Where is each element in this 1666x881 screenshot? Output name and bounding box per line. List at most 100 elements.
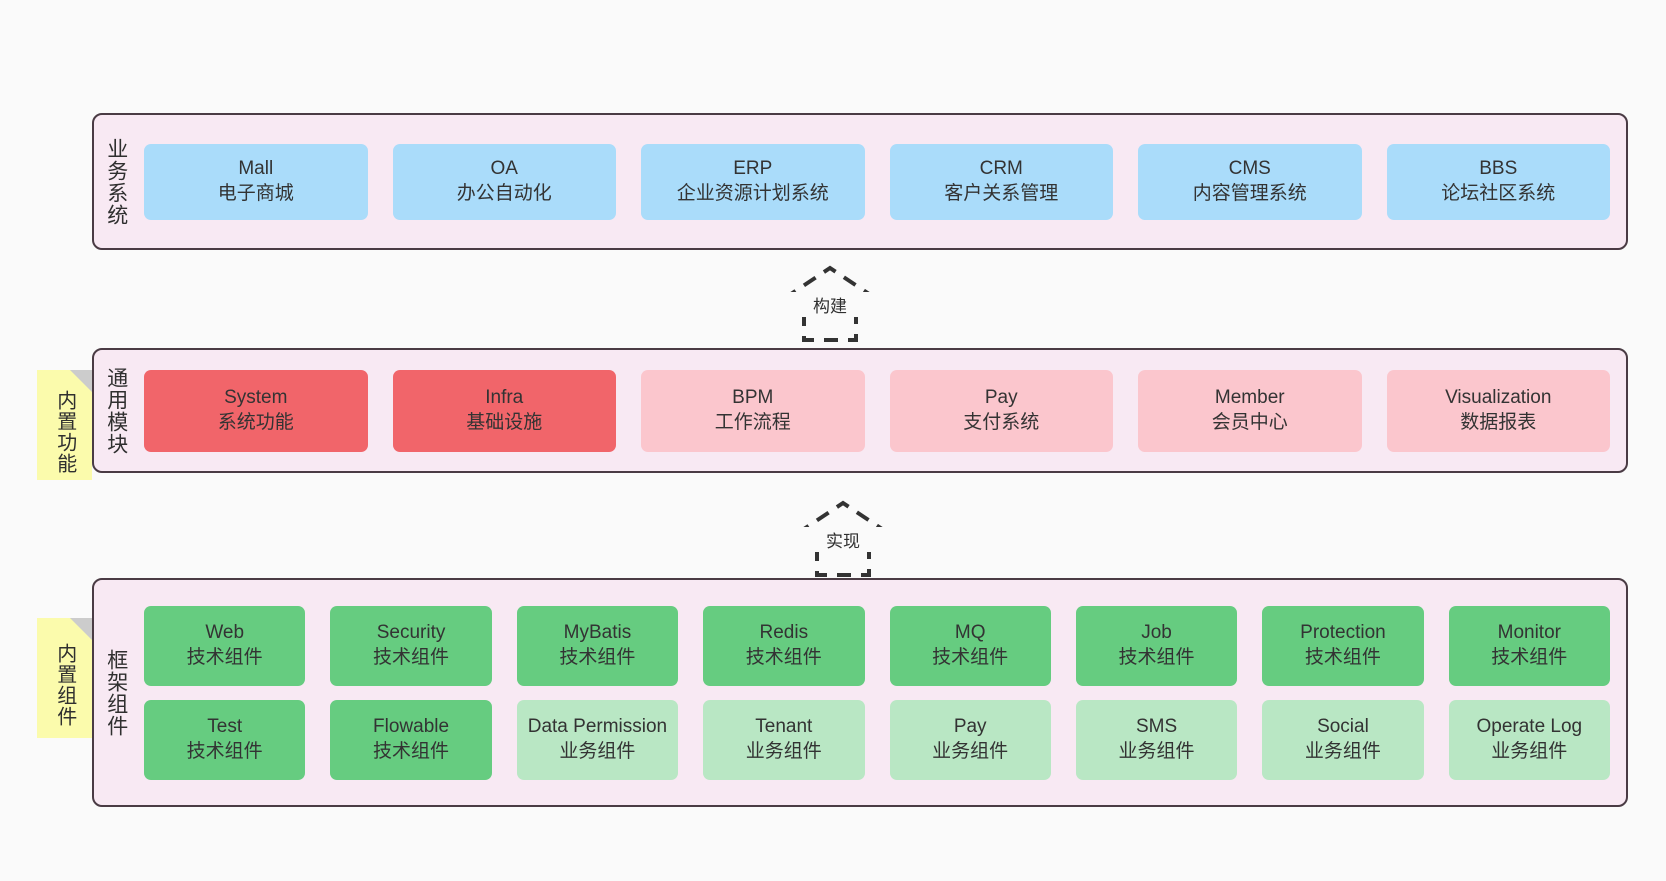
- card-security[interactable]: Security 技术组件: [330, 605, 492, 686]
- card-crm[interactable]: CRM 客户关系管理: [889, 143, 1113, 220]
- layer-business-systems: 业务系统 Mall 电子商城 OA 办公自动化 ERP 企业资源计划系统 CRM…: [92, 113, 1628, 250]
- card-title: Protection: [1300, 622, 1386, 644]
- card-member[interactable]: Member 会员中心: [1138, 369, 1362, 452]
- card-title: Flowable: [373, 716, 450, 738]
- card-subtitle: 业务组件: [932, 740, 1009, 762]
- card-title: Member: [1214, 387, 1285, 409]
- layer-title-business-systems: 业务系统: [104, 137, 128, 226]
- card-subtitle: 技术组件: [932, 646, 1009, 668]
- layer-body-common-modules: System 系统功能 Infra 基础设施 BPM 工作流程 Pay 支付系统…: [138, 350, 1626, 471]
- card-subtitle: 论坛社区系统: [1441, 182, 1556, 204]
- card-erp[interactable]: ERP 企业资源计划系统: [641, 143, 865, 220]
- card-subtitle: 客户关系管理: [944, 182, 1059, 204]
- layer-title-framework-components: 框架组件: [104, 648, 128, 737]
- connector-implement: 实现: [773, 497, 913, 577]
- card-subtitle: 业务组件: [1491, 740, 1568, 762]
- card-web[interactable]: Web 技术组件: [144, 605, 306, 686]
- card-bpm[interactable]: BPM 工作流程: [641, 369, 865, 452]
- card-title: SMS: [1135, 716, 1178, 738]
- card-test[interactable]: Test 技术组件: [144, 699, 306, 780]
- card-title: BBS: [1479, 158, 1518, 180]
- card-system[interactable]: System 系统功能: [144, 369, 368, 452]
- card-title: Visualization: [1445, 387, 1552, 409]
- card-title: Pay: [953, 716, 987, 738]
- card-redis[interactable]: Redis 技术组件: [703, 605, 865, 686]
- card-row: Mall 电子商城 OA 办公自动化 ERP 企业资源计划系统 CRM 客户关系…: [144, 143, 1610, 220]
- card-title: Mall: [238, 158, 274, 180]
- card-row: System 系统功能 Infra 基础设施 BPM 工作流程 Pay 支付系统…: [144, 369, 1610, 452]
- card-title: ERP: [733, 158, 773, 180]
- sticky-fold-corner-icon: [70, 618, 92, 640]
- card-pay[interactable]: Pay 支付系统: [889, 369, 1113, 452]
- card-subtitle: 技术组件: [373, 740, 450, 762]
- card-subtitle: 数据报表: [1460, 411, 1537, 433]
- card-title: Infra: [485, 387, 524, 409]
- card-title: System: [224, 387, 288, 409]
- sticky-note-label: 内置组件: [53, 643, 76, 727]
- card-bbs[interactable]: BBS 论坛社区系统: [1386, 143, 1610, 220]
- card-title: CRM: [979, 158, 1023, 180]
- card-subtitle: 内容管理系统: [1192, 182, 1307, 204]
- card-sms[interactable]: SMS 业务组件: [1075, 699, 1238, 780]
- card-subtitle: 企业资源计划系统: [676, 182, 829, 204]
- card-subtitle: 基础设施: [466, 411, 543, 433]
- card-title: Pay: [984, 387, 1018, 409]
- card-subtitle: 技术组件: [186, 740, 263, 762]
- card-subtitle: 业务组件: [559, 740, 636, 762]
- card-title: CMS: [1228, 158, 1271, 180]
- card-subtitle: 技术组件: [1304, 646, 1381, 668]
- sticky-note-builtin-features: 内置功能: [37, 370, 92, 480]
- card-social[interactable]: Social 业务组件: [1262, 699, 1424, 780]
- card-subtitle: 支付系统: [963, 411, 1040, 433]
- card-subtitle: 技术组件: [745, 646, 822, 668]
- card-subtitle: 业务组件: [745, 740, 822, 762]
- card-title: Tenant: [755, 716, 813, 738]
- card-row: Web 技术组件 Security 技术组件 MyBatis 技术组件 Redi…: [144, 605, 1610, 686]
- card-row: Test 技术组件 Flowable 技术组件 Data Permission …: [144, 699, 1610, 780]
- card-protection[interactable]: Protection 技术组件: [1262, 605, 1424, 686]
- card-operate-log[interactable]: Operate Log 业务组件: [1448, 699, 1610, 780]
- layer-title-common-modules: 通用模块: [104, 366, 128, 455]
- card-title: Monitor: [1497, 622, 1561, 644]
- card-infra[interactable]: Infra 基础设施: [392, 369, 616, 452]
- card-subtitle: 会员中心: [1211, 411, 1288, 433]
- card-subtitle: 业务组件: [1118, 740, 1195, 762]
- card-tenant[interactable]: Tenant 业务组件: [703, 699, 865, 780]
- card-title: Social: [1317, 716, 1369, 738]
- card-subtitle: 技术组件: [186, 646, 263, 668]
- card-pay-business[interactable]: Pay 业务组件: [889, 699, 1051, 780]
- connector-build: 构建: [760, 262, 900, 342]
- card-subtitle: 技术组件: [1491, 646, 1568, 668]
- card-title: Redis: [759, 622, 809, 644]
- card-title: OA: [490, 158, 518, 180]
- card-mybatis[interactable]: MyBatis 技术组件: [516, 605, 679, 686]
- card-job[interactable]: Job 技术组件: [1075, 605, 1238, 686]
- card-oa[interactable]: OA 办公自动化: [392, 143, 616, 220]
- card-subtitle: 电子商城: [217, 182, 294, 204]
- card-title: Operate Log: [1476, 716, 1583, 738]
- sticky-note-label: 内置功能: [53, 390, 76, 474]
- card-subtitle: 系统功能: [217, 411, 294, 433]
- connector-label-build: 构建: [760, 292, 900, 317]
- card-title: Job: [1141, 622, 1172, 644]
- card-title: Data Permission: [527, 716, 668, 738]
- layer-body-business-systems: Mall 电子商城 OA 办公自动化 ERP 企业资源计划系统 CRM 客户关系…: [138, 115, 1626, 248]
- card-data-permission[interactable]: Data Permission 业务组件: [516, 699, 679, 780]
- card-title: MyBatis: [563, 622, 632, 644]
- connector-label-implement: 实现: [773, 527, 913, 552]
- card-title: MQ: [954, 622, 986, 644]
- card-monitor[interactable]: Monitor 技术组件: [1448, 605, 1610, 686]
- card-mall[interactable]: Mall 电子商城: [144, 143, 368, 220]
- card-subtitle: 业务组件: [1304, 740, 1381, 762]
- layer-body-framework-components: Web 技术组件 Security 技术组件 MyBatis 技术组件 Redi…: [138, 580, 1626, 805]
- card-visualization[interactable]: Visualization 数据报表: [1386, 369, 1610, 452]
- card-cms[interactable]: CMS 内容管理系统: [1138, 143, 1362, 220]
- card-flowable[interactable]: Flowable 技术组件: [330, 699, 492, 780]
- sticky-note-builtin-components: 内置组件: [37, 618, 92, 738]
- card-mq[interactable]: MQ 技术组件: [889, 605, 1051, 686]
- card-subtitle: 技术组件: [559, 646, 636, 668]
- layer-framework-components: 框架组件 Web 技术组件 Security 技术组件 MyBatis 技术组件…: [92, 578, 1628, 807]
- card-subtitle: 技术组件: [1118, 646, 1195, 668]
- card-subtitle: 技术组件: [373, 646, 450, 668]
